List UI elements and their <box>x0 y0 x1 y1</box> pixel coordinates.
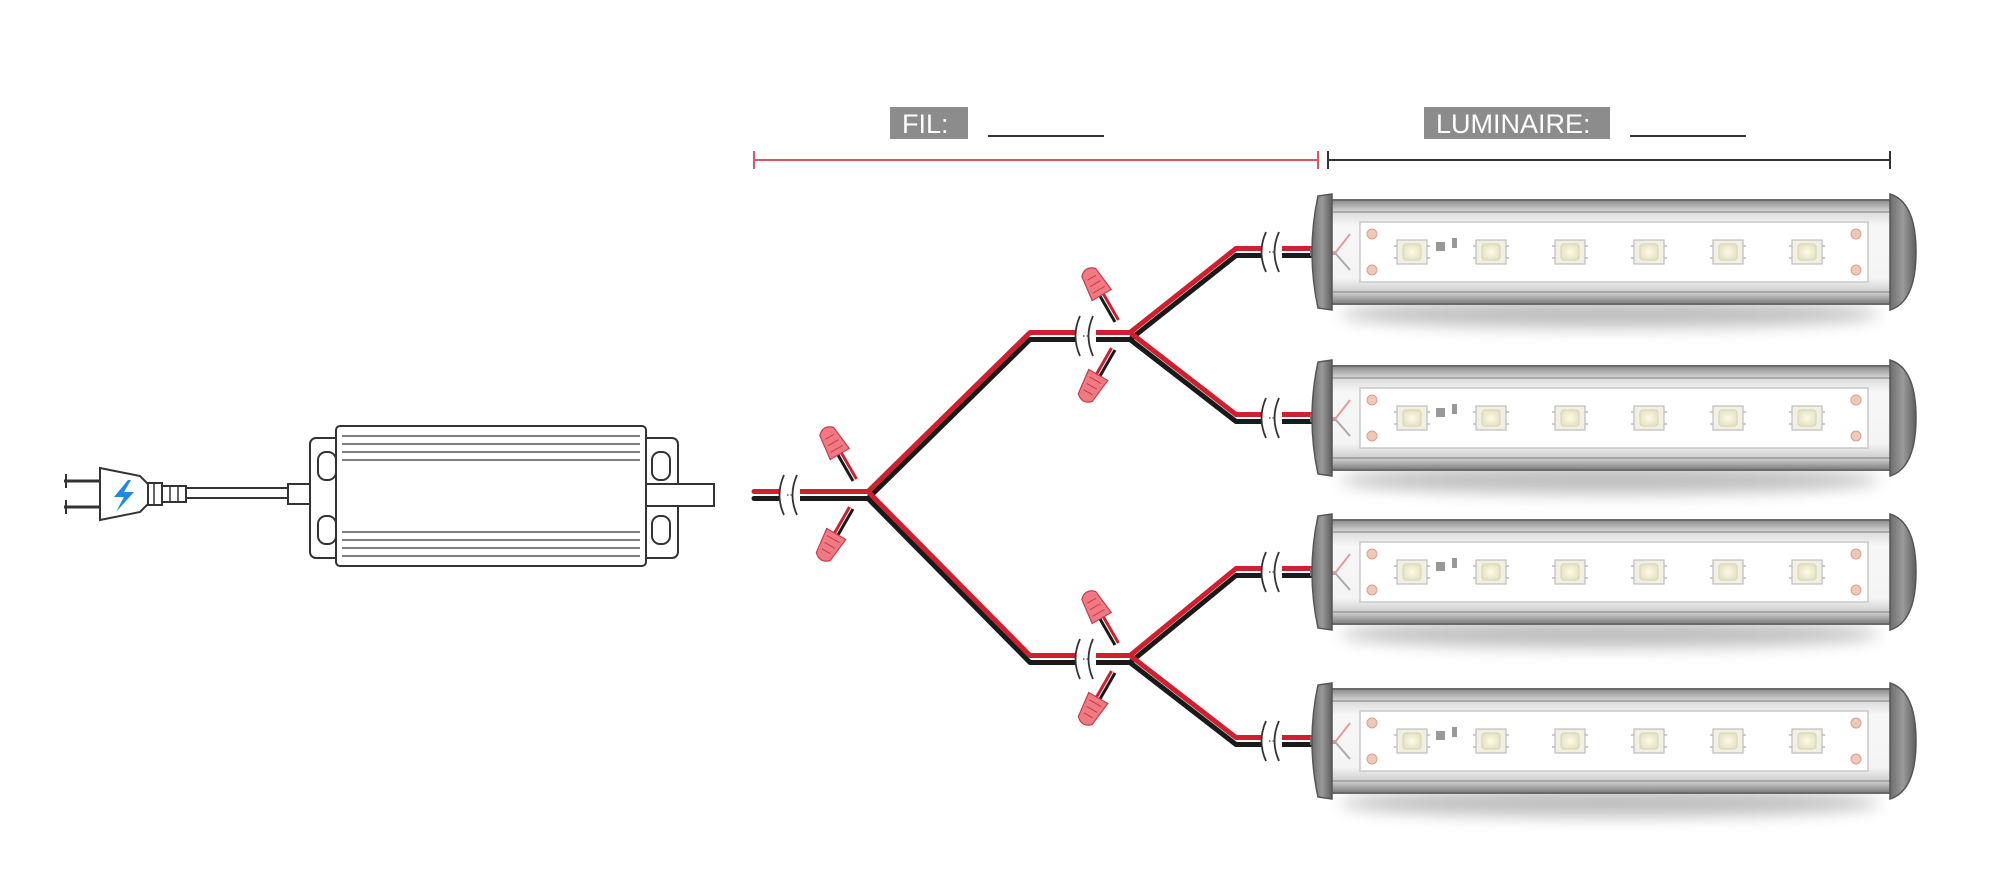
led-chip <box>1710 239 1746 265</box>
luminaires <box>1310 192 1917 817</box>
led-chip <box>1789 728 1825 754</box>
led-chip <box>1552 728 1588 754</box>
led-chip <box>1552 239 1588 265</box>
led-chip <box>1789 559 1825 585</box>
led-chip <box>1789 239 1825 265</box>
led-luminaire-2 <box>1310 358 1917 494</box>
led-chip <box>1552 559 1588 585</box>
wire-to-luminaire-4 <box>1127 653 1321 747</box>
wire-break <box>778 474 800 516</box>
led-chip <box>1710 405 1746 431</box>
led-chip <box>1552 405 1588 431</box>
wire-to-luminaire-1 <box>1127 246 1321 342</box>
wire-connector <box>1081 267 1120 323</box>
luminaire-label-box <box>1424 107 1610 139</box>
wire-break <box>1260 720 1282 762</box>
wire-break <box>1260 231 1282 273</box>
wire-break <box>1074 638 1096 680</box>
luminaire-label: LUMINAIRE: <box>1436 109 1591 139</box>
wire-break <box>1260 397 1282 439</box>
led-chip <box>1631 405 1667 431</box>
led-chip <box>1473 405 1509 431</box>
led-chip <box>1710 728 1746 754</box>
led-chip <box>1394 559 1430 585</box>
led-chip <box>1710 559 1746 585</box>
wire-connector <box>1081 590 1120 646</box>
luminaire-label-group: LUMINAIRE: <box>1424 107 1746 139</box>
led-chip <box>1473 239 1509 265</box>
upper-trunk-wire <box>865 330 1133 501</box>
wire-connector <box>1077 670 1117 726</box>
led-chip <box>1631 728 1667 754</box>
wire-label-box <box>890 107 968 139</box>
luminaire-length-bracket <box>1327 151 1891 169</box>
led-chip <box>1394 239 1430 265</box>
wire-label: FIL: <box>902 109 949 139</box>
led-luminaire-3 <box>1310 512 1917 648</box>
led-driver <box>309 425 715 567</box>
wire-connectors <box>815 267 1120 726</box>
lower-trunk-wire <box>865 489 1133 665</box>
wire-break <box>1260 551 1282 593</box>
lightning-bolt-icon <box>114 480 134 512</box>
led-luminaire-1 <box>1310 192 1917 328</box>
led-chip <box>1631 239 1667 265</box>
wire-to-luminaire-3 <box>1127 566 1321 665</box>
led-chip <box>1473 559 1509 585</box>
wires <box>751 246 1321 747</box>
led-chip <box>1394 728 1430 754</box>
wire-to-luminaire-2 <box>1127 330 1321 424</box>
wire-connector <box>815 506 855 562</box>
led-chip <box>1631 559 1667 585</box>
led-luminaire-4 <box>1310 681 1917 817</box>
led-chip <box>1473 728 1509 754</box>
power-plug <box>64 466 187 522</box>
wire-breaks <box>778 231 1282 762</box>
wire-break <box>1074 315 1096 357</box>
led-chip <box>1394 405 1430 431</box>
wire-label-group: FIL: <box>890 107 1104 139</box>
wire-connector <box>1077 347 1117 403</box>
wire-connector <box>819 426 858 482</box>
wire-length-bracket <box>753 151 1319 169</box>
main-wire <box>751 489 871 501</box>
led-chip <box>1789 405 1825 431</box>
